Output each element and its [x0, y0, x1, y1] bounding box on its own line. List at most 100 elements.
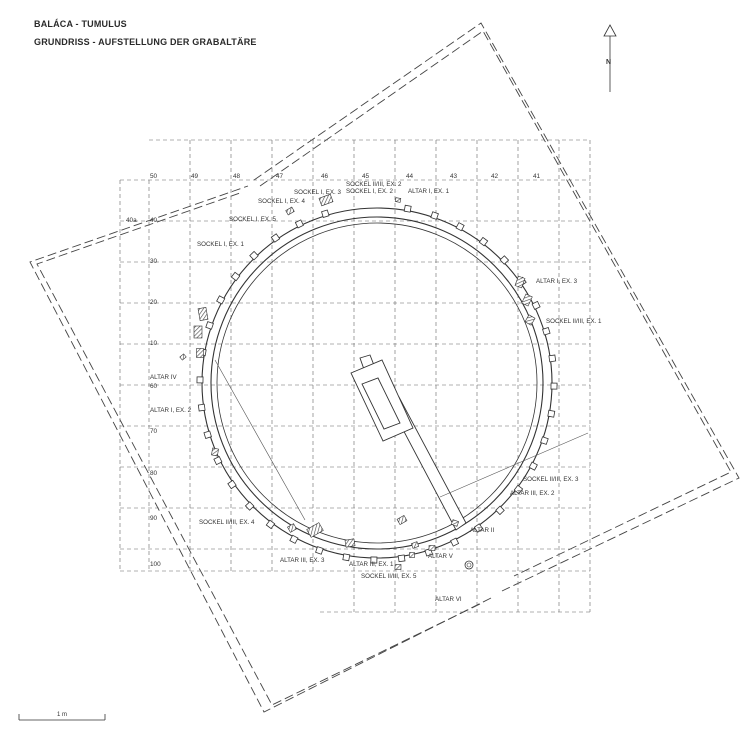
grid-row-label: 30 — [150, 258, 158, 265]
buttress — [513, 484, 524, 495]
altar-block — [410, 541, 420, 549]
buttress — [450, 537, 460, 547]
label-altar-4: ALTAR IV — [150, 374, 177, 381]
label-sockel-1-ex4: SOCKEL I, EX. 4 — [258, 198, 305, 205]
grid-row-label: 60 — [150, 383, 158, 390]
altar-block — [396, 514, 408, 526]
buttress — [205, 321, 214, 330]
scale-bar — [18, 714, 106, 721]
altar-block — [450, 519, 460, 527]
label-sockel-1-ex5: SOCKEL I, EX. 5 — [229, 216, 276, 223]
grid-column-label: 48 — [233, 173, 241, 180]
label-altar-6: ALTAR VI — [435, 596, 462, 603]
altar-block — [524, 314, 536, 326]
round-base-marker — [464, 560, 474, 570]
altar-block — [179, 353, 187, 361]
label-altar-2: ALTAR II — [470, 527, 494, 534]
buttress — [455, 222, 465, 232]
ring-buttresses — [196, 204, 558, 564]
grid-row-label: 40 — [150, 217, 158, 224]
grid-column-label: 42 — [491, 173, 499, 180]
label-sockel-23-ex1: SOCKEL II/III, EX. 1 — [546, 318, 602, 325]
altar-block — [428, 545, 436, 551]
buttress — [249, 250, 259, 261]
buttress — [315, 546, 324, 555]
buttress — [550, 382, 558, 390]
outer-boundary-line-1 — [29, 22, 740, 713]
grid-column-label: 47 — [276, 173, 284, 180]
buttress — [244, 501, 255, 511]
label-sockel-1-ex1: SOCKEL I, EX. 1 — [197, 241, 244, 248]
plan-subtitle: GRUNDRISS - AUFSTELLUNG DER GRABALTÄRE — [34, 37, 257, 47]
ring-middle-circle — [210, 216, 544, 550]
buttress — [270, 233, 281, 243]
buttress — [430, 211, 439, 220]
grid-column-label: 43 — [450, 173, 458, 180]
buttress — [265, 519, 276, 530]
altar-blocks — [179, 193, 536, 570]
altar-block — [306, 522, 324, 538]
outer-boundary-line-2 — [36, 30, 732, 706]
altar-block — [287, 523, 297, 533]
buttress — [321, 209, 330, 218]
label-altar-1-ex2: ALTAR I, EX. 2 — [150, 407, 192, 414]
buttress — [230, 271, 241, 282]
altar-block — [521, 293, 533, 307]
grid-column-label: 41 — [533, 173, 541, 180]
label-altar-3-ex3: ALTAR III, EX. 3 — [280, 557, 325, 564]
altar-block — [193, 325, 203, 339]
buttress — [478, 236, 489, 247]
buttress — [370, 556, 378, 564]
grid-column-label: 44 — [406, 173, 414, 180]
buttress — [203, 430, 212, 439]
buttress — [196, 376, 204, 384]
grid-row-label: 100 — [150, 561, 161, 568]
north-arrow-icon — [603, 24, 617, 92]
trench-line-east — [439, 432, 589, 498]
buttress — [403, 204, 412, 213]
label-altar-5: ALTAR V — [428, 553, 454, 560]
altar-block — [285, 206, 295, 216]
label-sockel-1-ex2: SOCKEL I, EX. 2 — [346, 188, 393, 195]
buttress — [528, 461, 538, 471]
label-altar-3-ex2: ALTAR III, EX. 2 — [510, 490, 555, 497]
grid-column-label: 45 — [362, 173, 370, 180]
grid-row-label: 90 — [150, 515, 158, 522]
buttress — [548, 354, 557, 363]
plan-title: BALÁCA - TUMULUS — [34, 19, 127, 29]
north-label: N — [606, 59, 611, 66]
label-altar-1-ex1: ALTAR I, EX. 1 — [408, 188, 450, 195]
altar-block — [211, 447, 219, 457]
trench-line-west — [214, 359, 306, 521]
grid-row-label: 80 — [150, 470, 158, 477]
altar-block — [344, 538, 356, 548]
buttress — [540, 436, 549, 445]
plan-labels: SOCKEL I, EX. 4 SOCKEL I, EX. 3 SOCKEL II/… — [150, 181, 602, 603]
trench-lines — [214, 359, 589, 521]
burial-chamber — [350, 354, 467, 531]
buttress — [289, 534, 299, 544]
buttress — [547, 409, 556, 418]
ring-inner-circle — [216, 222, 538, 544]
altar-block — [394, 197, 402, 203]
chamber-inner — [361, 377, 401, 430]
round-base-marker-inner — [466, 562, 472, 568]
label-sockel-23-ex4: SOCKEL II/III, EX. 4 — [199, 519, 255, 526]
buttress — [294, 219, 304, 229]
grid-column-label: 50 — [150, 173, 158, 180]
grid-column-label: 49 — [191, 173, 199, 180]
altar-block — [514, 275, 526, 289]
buttress — [531, 300, 541, 310]
buttress — [216, 295, 226, 305]
buttress — [342, 553, 351, 562]
grid-column-label: 46 — [321, 173, 329, 180]
survey-grid — [119, 139, 591, 613]
label-sockel-1-ex3: SOCKEL I, EX. 3 — [294, 189, 341, 196]
label-sockel-23-ex3: SOCKEL II/III, EX. 3 — [523, 476, 579, 483]
grid-row-label: 20 — [150, 299, 158, 306]
label-altar-1-ex3: ALTAR I, EX. 3 — [536, 278, 578, 285]
outer-boundary — [29, 22, 740, 713]
buttress — [542, 327, 551, 336]
buttress — [499, 255, 510, 265]
